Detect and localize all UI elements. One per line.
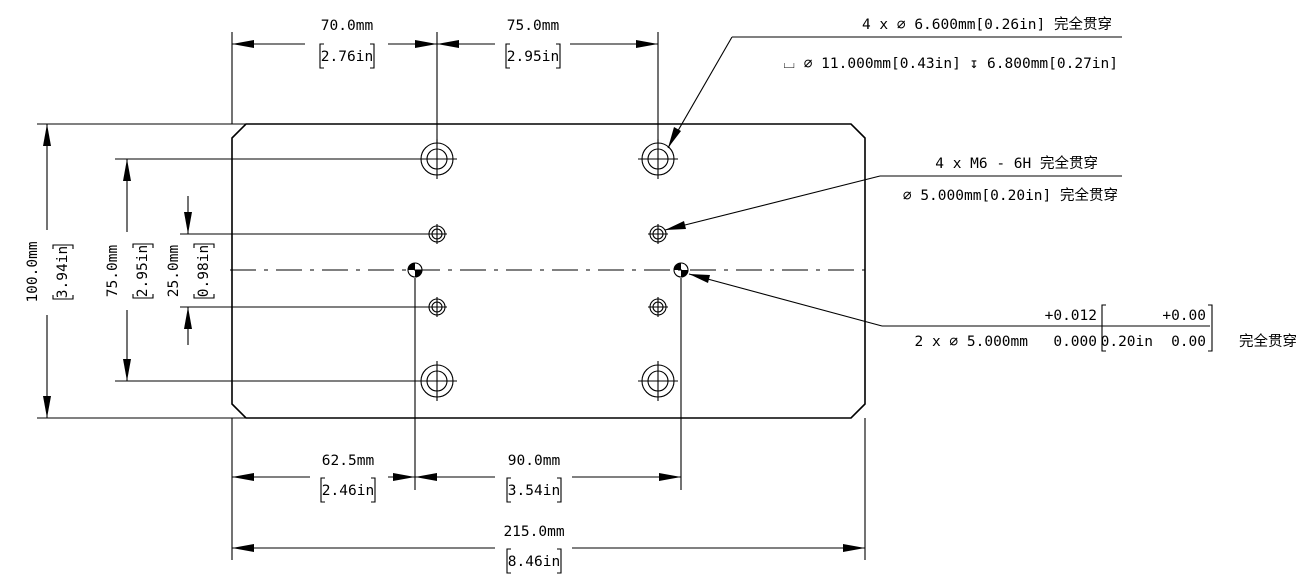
dim-top-middle-in: 2.95in <box>507 49 559 65</box>
counterbore-hole <box>417 361 457 401</box>
dim-top-left-mm: 70.0mm <box>321 18 374 34</box>
callout-counterbore: 4 x ⌀ 6.600mm[0.26in] 完全贯穿 ⌴ ⌀ 11.000mm[… <box>667 15 1122 149</box>
dimension-line-top-middle <box>437 40 658 48</box>
dim-height-overall-mm: 100.0mm <box>25 241 41 302</box>
bracket-pair <box>506 477 562 503</box>
dim-bottom-left-in: 2.46in <box>322 483 374 499</box>
dowel-tol-mm-upper: +0.012 <box>1045 308 1097 324</box>
tolerance-bracket-left <box>1101 304 1106 352</box>
plate-outline <box>231 123 866 419</box>
dim-height-inner-in: 0.98in <box>196 245 212 297</box>
tolerance-bracket-right <box>1208 304 1213 352</box>
dim-width-overall-in: 8.46in <box>508 554 560 570</box>
dim-height-outer-mm: 75.0mm <box>105 245 121 298</box>
callout-thread: 4 x M6 - 6H 完全贯穿 ⌀ 5.000mm[0.20in] 完全贯穿 <box>664 154 1122 231</box>
dimension-line-width-overall <box>232 544 865 552</box>
dowel-tol-in-lower: 0.00 <box>1171 334 1206 350</box>
dim-width-overall-mm: 215.0mm <box>503 524 564 540</box>
dowel-hole <box>407 262 423 278</box>
dowel-tol-in-upper: +0.00 <box>1162 308 1206 324</box>
bracket-pair <box>505 43 561 69</box>
dimension-line-height-inner <box>184 196 192 345</box>
dim-top-middle-mm: 75.0mm <box>507 18 560 34</box>
dim-bottom-middle-mm: 90.0mm <box>508 453 561 469</box>
dim-bottom-left-mm: 62.5mm <box>322 453 375 469</box>
dowel-in-nominal: 0.20in <box>1101 334 1153 350</box>
callout-counterbore-line2: ⌴ ⌀ 11.000mm[0.43in] ↧ 6.800mm[0.27in] <box>783 56 1118 72</box>
bracket-pair <box>320 477 376 503</box>
counterbore-hole <box>638 139 678 179</box>
extension-lines <box>37 32 866 560</box>
counterbore-hole <box>417 139 457 179</box>
bracket-pair <box>52 244 74 300</box>
threaded-hole <box>648 297 668 317</box>
bracket-pair <box>506 548 562 574</box>
dowel-through: 完全贯穿 <box>1239 332 1297 350</box>
dowel-hole <box>673 262 689 278</box>
counterbore-hole <box>638 361 678 401</box>
callout-dowel: +0.012 +0.00 2 x ⌀ 5.000mm 0.000 0.20in … <box>688 273 1297 352</box>
callout-thread-line1: 4 x M6 - 6H 完全贯穿 <box>935 154 1098 172</box>
dimension-line-height-outer <box>123 159 131 381</box>
dimension-line-bottom-middle <box>415 473 681 481</box>
threaded-hole <box>427 224 447 244</box>
bracket-pair <box>193 243 215 299</box>
dim-height-inner-mm: 25.0mm <box>166 245 182 298</box>
dim-height-overall-in: 3.94in <box>55 246 71 298</box>
dimension-line-top-left <box>232 40 437 48</box>
threaded-hole <box>427 297 447 317</box>
threaded-hole <box>648 224 668 244</box>
dimension-line-bottom-left <box>232 473 415 481</box>
callout-thread-line2: ⌀ 5.000mm[0.20in] 完全贯穿 <box>903 186 1118 204</box>
dowel-tol-mm-lower: 0.000 <box>1053 334 1097 350</box>
dowel-main: 2 x ⌀ 5.000mm <box>915 334 1029 350</box>
dimension-line-height-overall <box>43 124 51 418</box>
dim-top-left-in: 2.76in <box>321 49 373 65</box>
dim-height-outer-in: 2.95in <box>135 245 151 297</box>
bracket-pair <box>132 243 154 299</box>
dim-bottom-middle-in: 3.54in <box>508 483 560 499</box>
bracket-pair <box>319 43 375 69</box>
callout-counterbore-line1: 4 x ⌀ 6.600mm[0.26in] 完全贯穿 <box>862 15 1112 33</box>
